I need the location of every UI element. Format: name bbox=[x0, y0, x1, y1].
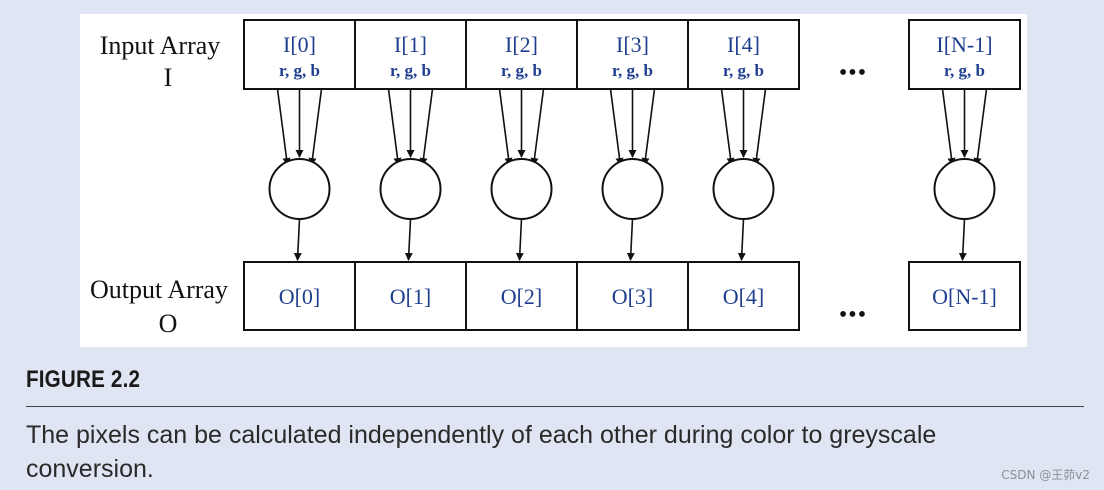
input-array-label: Input Array bbox=[100, 31, 221, 60]
input-cell-index: I[0] bbox=[283, 32, 316, 57]
output-cell-label: O[2] bbox=[501, 284, 543, 309]
figure-heading: FIGURE 2.2 bbox=[26, 366, 141, 393]
channel-arrow bbox=[641, 88, 656, 166]
channel-arrow bbox=[276, 88, 291, 166]
output-arrow bbox=[293, 218, 302, 261]
output-arrow bbox=[515, 218, 524, 261]
input-cell bbox=[687, 19, 800, 90]
channel-arrow bbox=[609, 88, 624, 166]
caption-divider bbox=[26, 406, 1084, 407]
input-cell-channels: r, g, b bbox=[944, 61, 985, 80]
greyscale-operator bbox=[379, 158, 442, 220]
greyscale-operator bbox=[933, 158, 996, 220]
output-cell bbox=[687, 261, 800, 331]
channel-arrow bbox=[308, 88, 323, 166]
output-arrow bbox=[626, 218, 635, 261]
input-cell-index: I[N-1] bbox=[936, 32, 992, 57]
output-cell-label: O[0] bbox=[279, 284, 321, 309]
channel-arrow bbox=[387, 88, 402, 166]
channel-arrow bbox=[720, 88, 735, 166]
greyscale-operator bbox=[712, 158, 775, 220]
output-cell-label: O[4] bbox=[723, 284, 765, 309]
greyscale-operator bbox=[601, 158, 664, 220]
input-cell-index: I[3] bbox=[616, 32, 649, 57]
channel-arrow bbox=[973, 88, 988, 166]
input-cell-channels: r, g, b bbox=[390, 61, 431, 80]
input-cell-index: I[2] bbox=[505, 32, 538, 57]
channel-arrow bbox=[530, 88, 545, 166]
output-cell bbox=[465, 261, 578, 331]
output-array-symbol: O bbox=[159, 309, 178, 338]
input-ellipsis: ••• bbox=[839, 60, 867, 86]
output-array-label: Output Array bbox=[90, 275, 228, 304]
input-cell bbox=[243, 19, 356, 90]
output-cell-label: O[1] bbox=[390, 284, 432, 309]
channel-arrow bbox=[498, 88, 513, 166]
input-cell-channels: r, g, b bbox=[279, 61, 320, 80]
output-cell bbox=[243, 261, 356, 331]
input-array-symbol: I bbox=[164, 63, 173, 92]
input-cell-channels: r, g, b bbox=[723, 61, 764, 80]
watermark: CSDN @王茆v2 bbox=[1001, 468, 1090, 482]
channel-arrow bbox=[941, 88, 956, 166]
input-cell-index: I[4] bbox=[727, 32, 760, 57]
output-arrow bbox=[958, 218, 967, 261]
channel-arrow bbox=[419, 88, 434, 166]
output-cell-label: O[N-1] bbox=[932, 284, 997, 309]
greyscale-operator bbox=[268, 158, 331, 220]
output-cell-label: O[3] bbox=[612, 284, 654, 309]
greyscale-operator bbox=[490, 158, 553, 220]
input-cell-channels: r, g, b bbox=[501, 61, 542, 80]
input-cell-channels: r, g, b bbox=[612, 61, 653, 80]
input-cell bbox=[908, 19, 1021, 90]
output-cell bbox=[908, 261, 1021, 331]
output-ellipsis: ••• bbox=[839, 302, 867, 328]
output-arrow bbox=[737, 218, 746, 261]
output-cell bbox=[354, 261, 467, 331]
output-arrow bbox=[404, 218, 413, 261]
input-cell-index: I[1] bbox=[394, 32, 427, 57]
channel-arrow bbox=[752, 88, 767, 166]
figure-caption: The pixels can be calculated independent… bbox=[26, 421, 937, 483]
